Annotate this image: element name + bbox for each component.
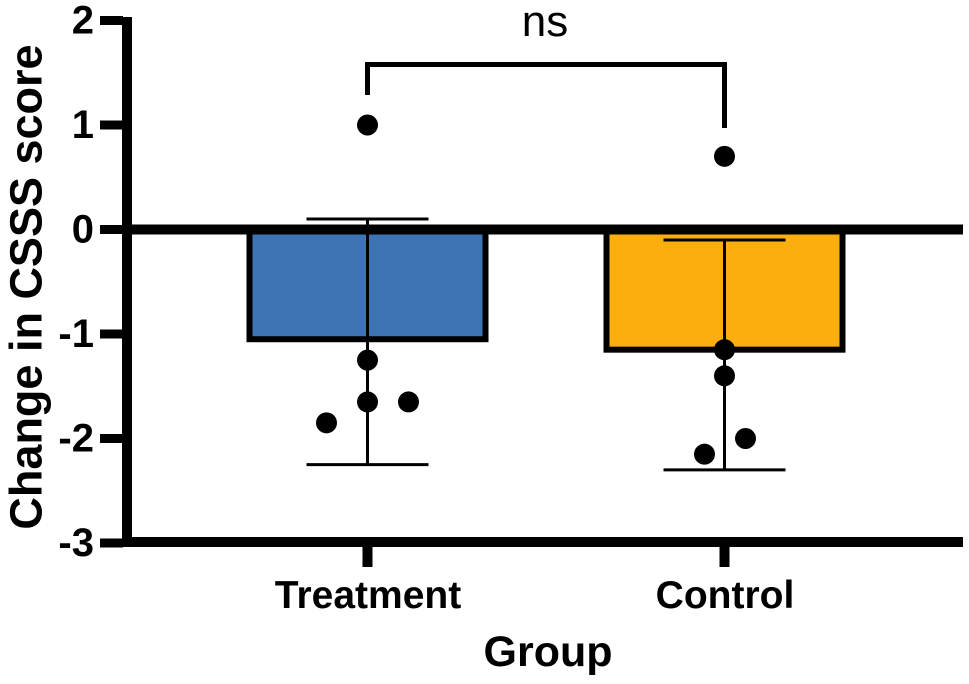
x-axis-title: Group — [483, 628, 613, 676]
data-point-control — [714, 365, 735, 387]
significance-bracket — [365, 62, 727, 128]
y-tick-label: -1 — [58, 312, 94, 356]
y-axis-title: Change in CSSS score — [0, 44, 52, 530]
x-tick-label-control: Control — [655, 574, 795, 617]
data-point-control — [694, 443, 715, 465]
data-point-treatment — [316, 412, 337, 434]
y-tick-label: 0 — [72, 208, 94, 252]
y-tick-label: 2 — [72, 0, 94, 43]
data-point-treatment — [357, 391, 378, 413]
data-point-treatment — [357, 114, 378, 136]
y-tick-label: -2 — [58, 417, 94, 461]
data-point-control — [735, 428, 756, 449]
data-point-treatment — [398, 391, 419, 413]
significance-label: ns — [521, 0, 569, 46]
data-point-control — [714, 145, 735, 167]
y-tick-label: 1 — [72, 103, 94, 147]
x-tick-label-treatment: Treatment — [274, 574, 462, 617]
data-point-treatment — [357, 349, 378, 371]
y-tick-label: -3 — [58, 521, 94, 565]
data-point-control — [714, 339, 735, 361]
